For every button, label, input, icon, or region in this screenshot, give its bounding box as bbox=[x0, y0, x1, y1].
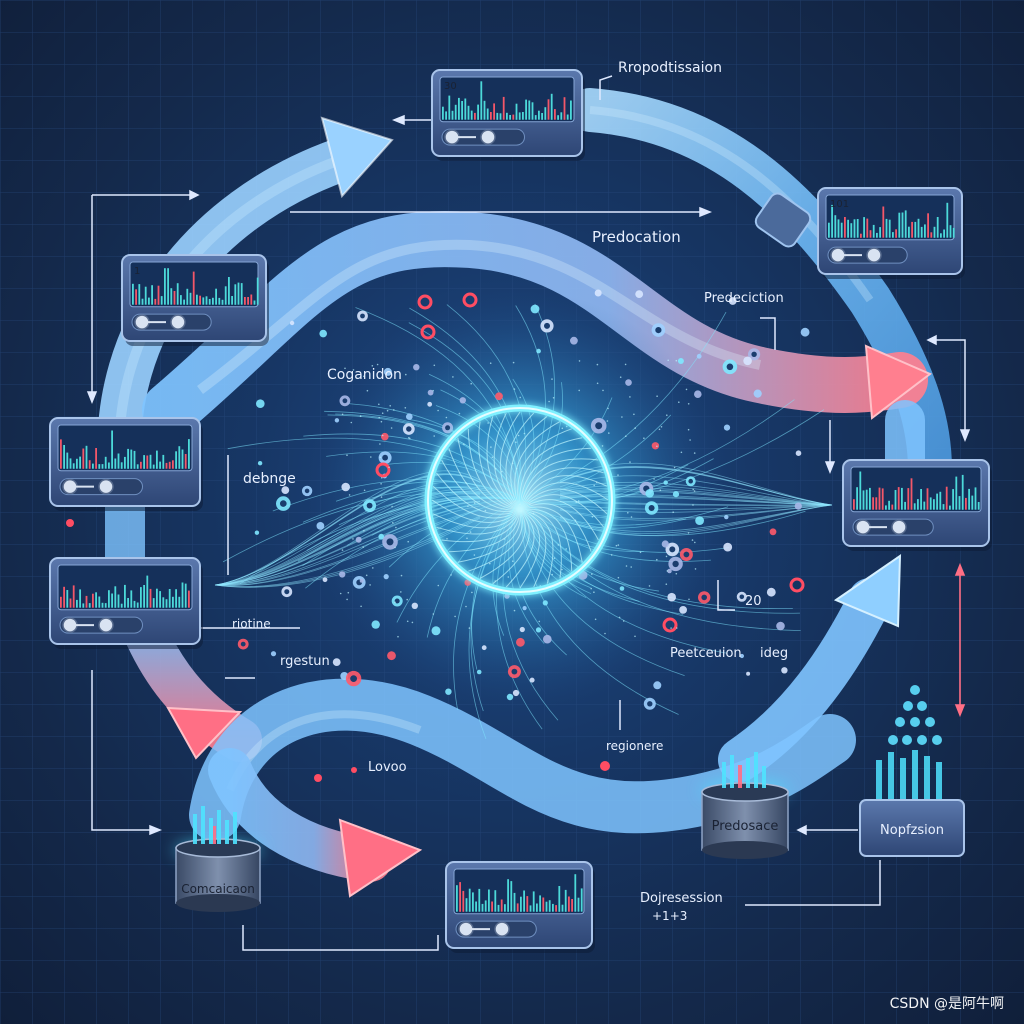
panel-bottom bbox=[445, 861, 595, 953]
label-right-num: 20 bbox=[745, 594, 762, 609]
pipe-bottom-left-red-arrow bbox=[208, 748, 423, 898]
panel-right-top-number: 101 bbox=[830, 199, 849, 210]
core-node-group bbox=[214, 289, 833, 740]
core-swirl bbox=[431, 411, 609, 589]
label-lower-center: Lovoo bbox=[368, 760, 407, 775]
panel-top-number: 30 bbox=[444, 81, 457, 92]
label-bottom-right-note2: +1+3 bbox=[652, 909, 687, 923]
label-left-lower1: riotine bbox=[232, 617, 271, 631]
label-left-upper: Coganidon bbox=[327, 367, 402, 383]
cylinder-left-bars bbox=[193, 806, 237, 844]
cylinder-left: Comcaicaon bbox=[174, 806, 262, 912]
label-top-center: Predocation bbox=[592, 228, 681, 246]
label-right-mid-tag: ideg bbox=[760, 646, 788, 661]
pipe-center-wave bbox=[142, 211, 932, 438]
text-labels: Rropodtissaion Predocation Predeciction … bbox=[232, 60, 788, 923]
box-right-bars bbox=[876, 750, 942, 800]
pipe-right-up-arrow bbox=[718, 554, 902, 782]
label-left-lower2: rgestun bbox=[280, 654, 330, 669]
panel-right-top: 101 bbox=[817, 187, 965, 279]
box-right-label: Nopfzsion bbox=[880, 823, 944, 838]
connector-lines bbox=[86, 75, 971, 951]
label-top-right: Rropodtissaion bbox=[618, 60, 722, 76]
neural-nodes bbox=[237, 289, 810, 710]
cylinder-center-right-bars bbox=[722, 752, 766, 788]
panel-left-mid bbox=[49, 417, 203, 511]
tower-dots bbox=[888, 685, 942, 745]
label-right-upper: Predeciction bbox=[704, 291, 784, 306]
panel-right-mid bbox=[842, 459, 992, 551]
label-right-mid: Peetceuion bbox=[670, 646, 742, 661]
cylinder-left-label: Comcaicaon bbox=[181, 882, 255, 896]
red-connectors bbox=[954, 562, 966, 718]
cylinder-center-right-label: Predosace bbox=[712, 819, 779, 834]
panel-left-top-number: 1 bbox=[134, 266, 140, 277]
panel-left-top: 1 bbox=[121, 254, 269, 346]
panel-top: 30 bbox=[431, 69, 585, 161]
cylinder-center-right: Predosace bbox=[701, 752, 789, 859]
box-right: Nopfzsion bbox=[859, 685, 965, 857]
watermark: CSDN @是阿牛啊 bbox=[890, 996, 1004, 1012]
monitor-panels: 30 101 1 bbox=[49, 69, 992, 953]
red-dots bbox=[66, 519, 610, 782]
panel-left-low bbox=[49, 557, 203, 649]
label-left-mid: debnge bbox=[243, 471, 296, 487]
label-lower-right-center: regionere bbox=[606, 739, 663, 753]
label-bottom-right-note: Dojresession bbox=[640, 891, 723, 906]
